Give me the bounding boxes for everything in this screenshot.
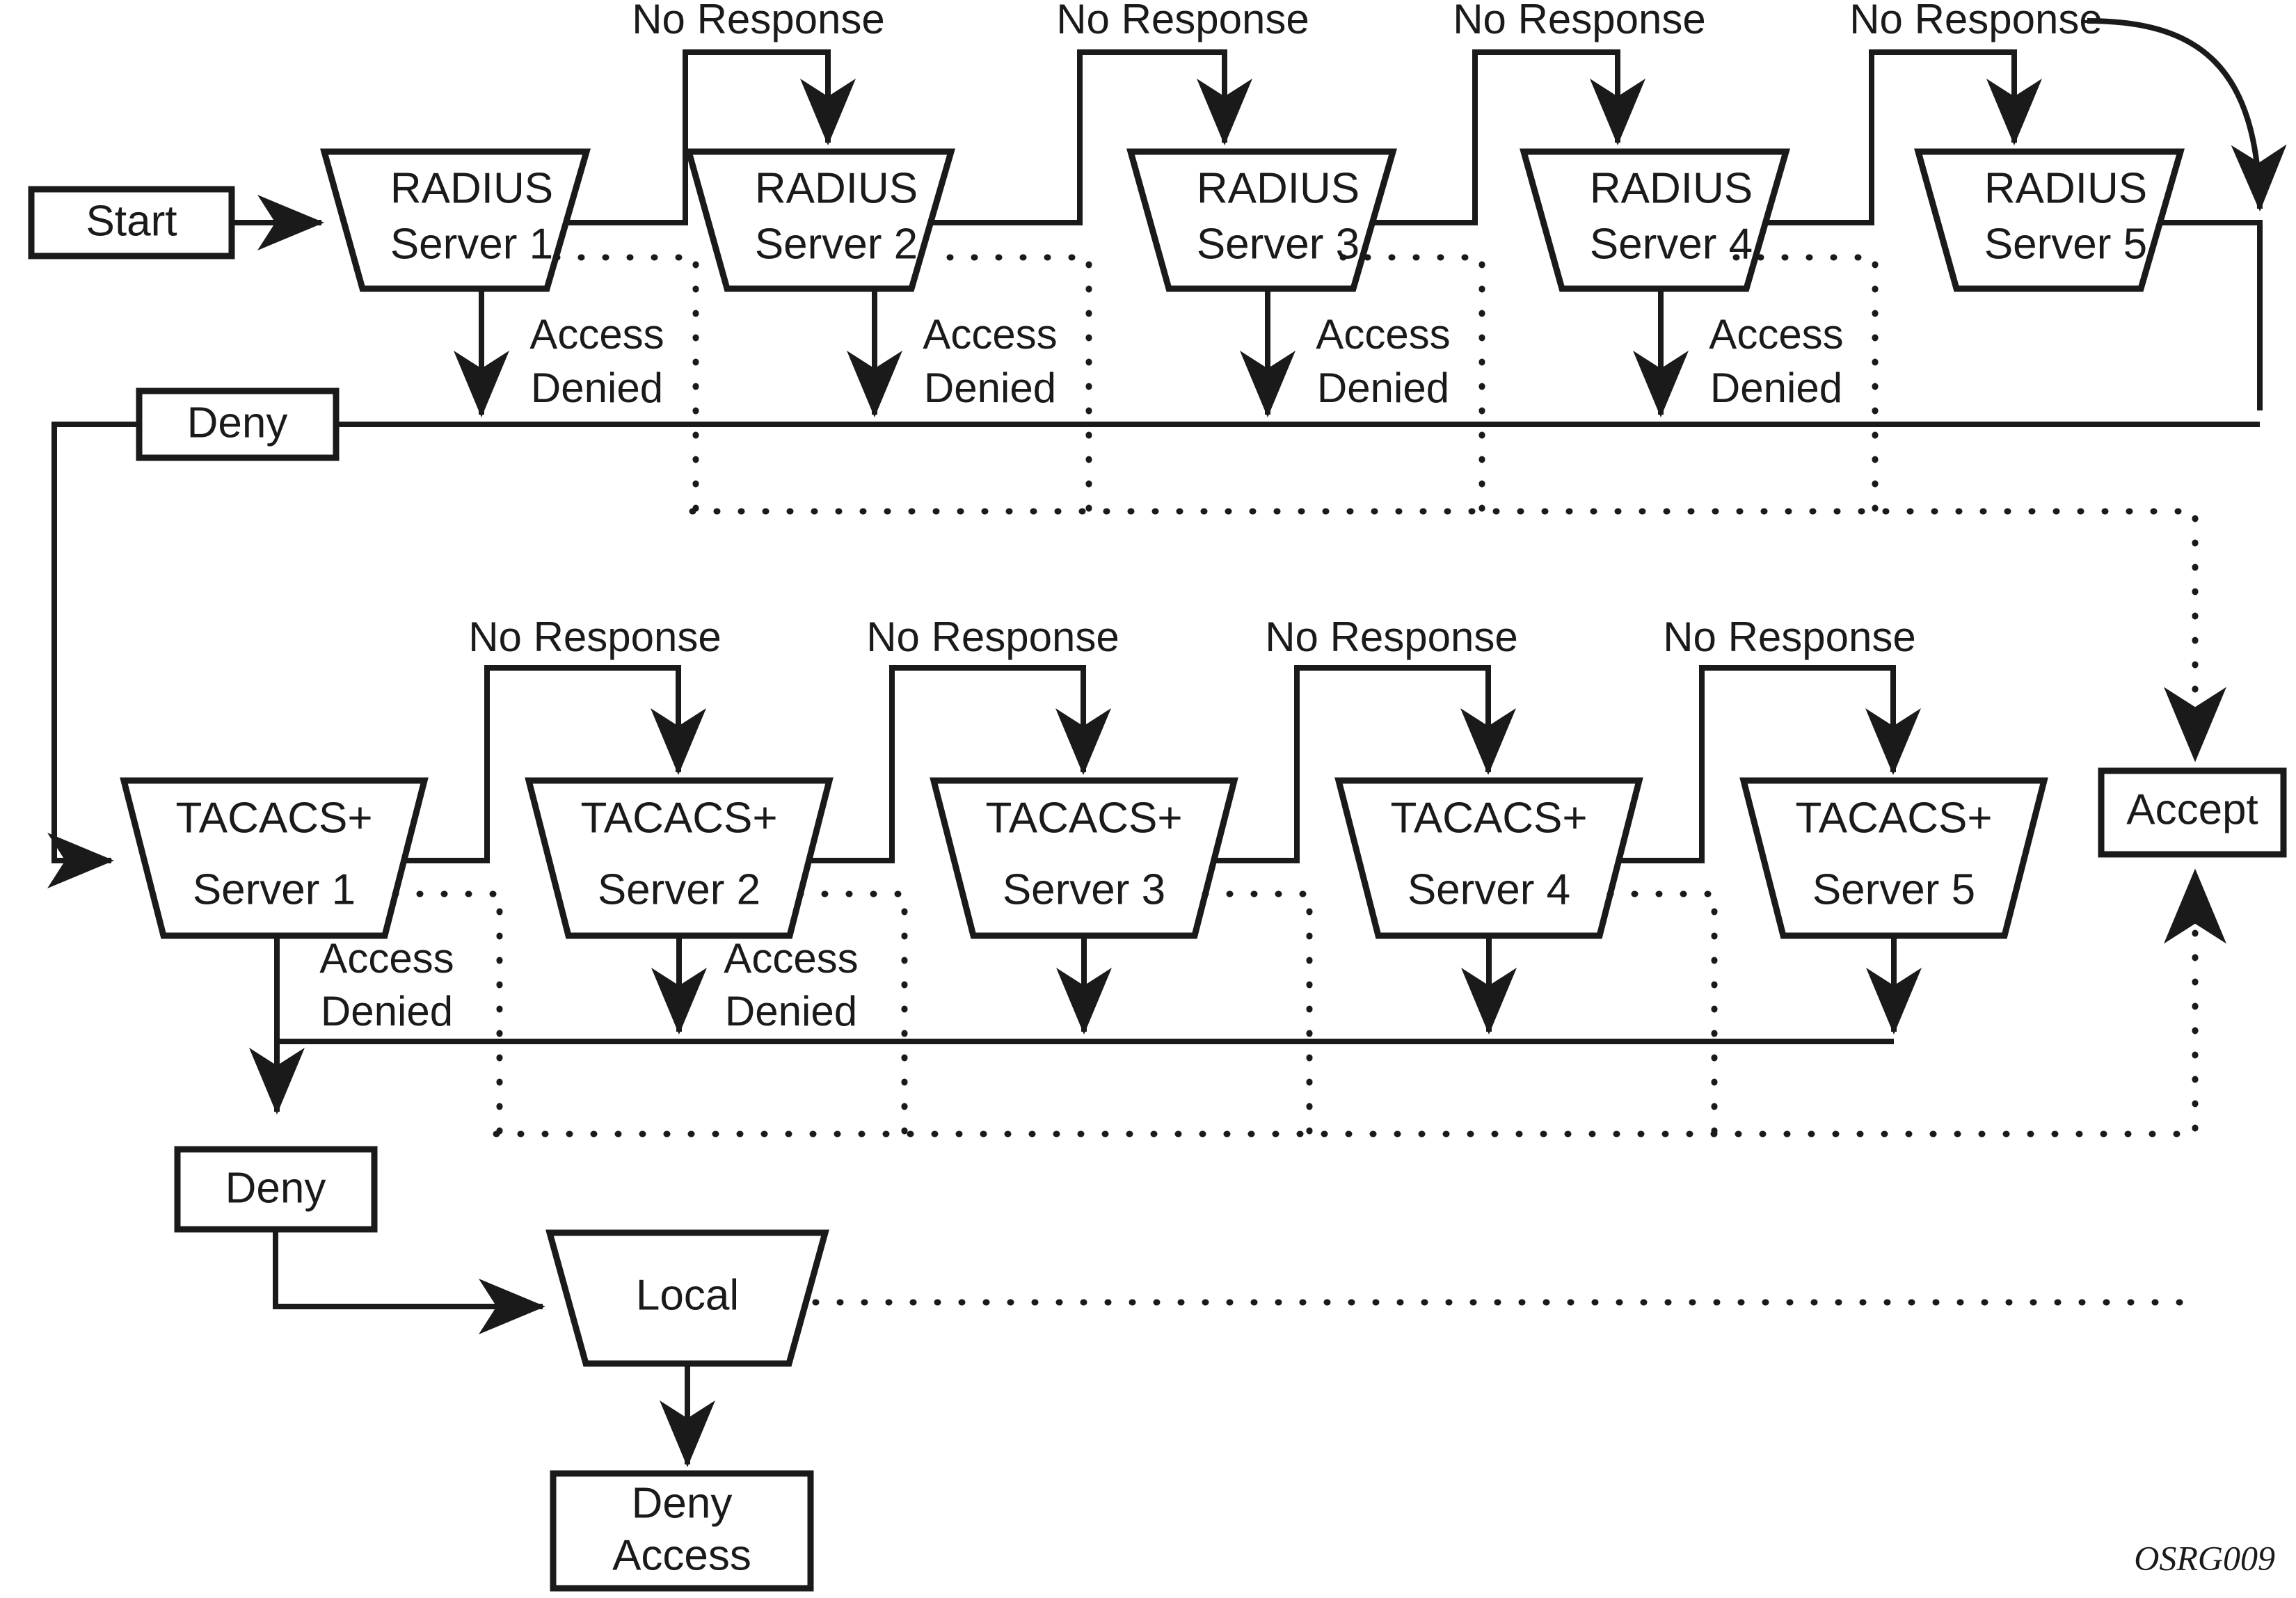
deny-top-label: Deny	[187, 399, 288, 447]
deny-bottom-label: Deny	[225, 1164, 326, 1212]
edge-radius4-no-response	[1764, 49, 2042, 225]
accept-path-radius-2	[946, 254, 1092, 515]
local-node[interactable]	[545, 1229, 829, 1367]
access-denied-label-radius-3-line1: Access	[1316, 311, 1450, 358]
radius-server-3-line2: Server 3	[1197, 220, 1360, 268]
accept-path-radius-4	[1732, 254, 1879, 515]
accept-path-radius-3	[1339, 254, 1485, 515]
start-label: Start	[86, 197, 177, 245]
edge-tacacs4-no-response	[1620, 665, 1921, 863]
edge-tacacs1-no-response	[405, 665, 706, 863]
edge-radius5-no-response-down	[2159, 220, 2263, 410]
radius-server-4-line2: Server 4	[1590, 220, 1753, 268]
edge-tacacs2-no-response	[810, 665, 1111, 863]
deny-access-line1: Deny	[632, 1479, 733, 1527]
tacacs-server-3-line2: Server 3	[1003, 865, 1165, 913]
radius-server-1-line1: RADIUS	[390, 164, 553, 212]
tacacs-server-2-line2: Server 2	[598, 865, 760, 913]
tacacs-server-5-line2: Server 5	[1812, 865, 1975, 913]
start-box[interactable]	[28, 186, 235, 259]
radius-server-1-node[interactable]	[320, 148, 591, 292]
no-response-label-tacacs-2: No Response	[866, 614, 1119, 660]
access-denied-label-tacacs-1-line1: Access	[319, 935, 454, 982]
tacacs-server-4-node[interactable]	[1334, 777, 1643, 939]
tacacs-server-4-line2: Server 4	[1408, 865, 1570, 913]
access-denied-label-radius-1-line2: Denied	[531, 365, 663, 411]
edge-radius2-no-response	[930, 49, 1252, 225]
tacacs-server-1-line2: Server 1	[193, 865, 356, 913]
figure-id-label: OSRG009	[2134, 1538, 2275, 1577]
tacacs-server-5-node[interactable]	[1739, 777, 2048, 939]
access-denied-label-radius-3-line2: Denied	[1317, 365, 1449, 411]
no-response-label-radius-3: No Response	[1453, 0, 1706, 42]
access-denied-label-tacacs-2-line1: Access	[724, 935, 858, 982]
accept-path-radius-1	[553, 254, 699, 515]
edge-deny-top-to-tacacs1	[47, 422, 139, 888]
no-response-label-tacacs-3: No Response	[1265, 614, 1518, 660]
no-response-label-radius-1: No Response	[632, 0, 885, 42]
accept-path-tacacs-3	[1202, 890, 1313, 1137]
radius-server-5-line2: Server 5	[1984, 220, 2147, 268]
no-response-label-tacacs-1: No Response	[468, 614, 722, 660]
tacacs-server-1-line1: TACACS+	[175, 794, 372, 842]
no-response-label-radius-2: No Response	[1056, 0, 1309, 42]
radius-server-2-line2: Server 2	[755, 220, 918, 268]
tacacs-server-5-line1: TACACS+	[1795, 794, 1992, 842]
local-label: Local	[636, 1271, 739, 1319]
radius-server-2-line1: RADIUS	[755, 164, 918, 212]
tacacs-server-4-line1: TACACS+	[1390, 794, 1587, 842]
radius-server-3-line1: RADIUS	[1197, 164, 1360, 212]
edge-tacacs3-no-response	[1215, 665, 1516, 863]
accept-label: Accept	[2126, 785, 2258, 833]
radius-server-1-line2: Server 1	[390, 220, 553, 268]
radius-server-4-line1: RADIUS	[1590, 164, 1753, 212]
edge-radius1-no-response	[565, 49, 856, 225]
deny-box-bottom[interactable]	[174, 1146, 378, 1233]
edge-radius3-no-response	[1371, 49, 1645, 225]
deny-access-box[interactable]	[550, 1470, 814, 1592]
radius-server-4-node[interactable]	[1520, 148, 1790, 292]
tacacs-server-1-node[interactable]	[120, 777, 429, 939]
tacacs-server-3-line1: TACACS+	[985, 794, 1182, 842]
radius-server-5-node[interactable]	[1914, 148, 2185, 292]
radius-server-5-line1: RADIUS	[1984, 164, 2147, 212]
deny-access-line2: Access	[612, 1531, 751, 1579]
accept-box[interactable]	[2098, 767, 2287, 858]
radius-server-2-node[interactable]	[685, 148, 955, 292]
tacacs-server-3-node[interactable]	[930, 777, 1238, 939]
edge-deny-bottom-to-local	[273, 1229, 545, 1334]
radius-server-3-node[interactable]	[1126, 148, 1397, 292]
no-response-label-tacacs-4: No Response	[1663, 614, 1916, 660]
edge-radius5-no-response-curve	[2087, 18, 2287, 211]
access-denied-label-radius-4-line1: Access	[1709, 311, 1843, 358]
access-denied-label-radius-2-line1: Access	[923, 311, 1057, 358]
tacacs-server-2-line1: TACACS+	[580, 794, 777, 842]
no-response-label-radius-4: No Response	[1849, 0, 2103, 42]
access-denied-label-radius-4-line2: Denied	[1710, 365, 1842, 411]
access-denied-label-tacacs-2-line2: Denied	[725, 988, 857, 1034]
access-denied-label-tacacs-1-line2: Denied	[321, 988, 453, 1034]
tacacs-server-2-node[interactable]	[525, 777, 834, 939]
access-denied-label-radius-1-line1: Access	[529, 311, 664, 358]
accept-path-tacacs-4	[1607, 890, 1718, 1137]
access-denied-label-radius-2-line2: Denied	[924, 365, 1056, 411]
